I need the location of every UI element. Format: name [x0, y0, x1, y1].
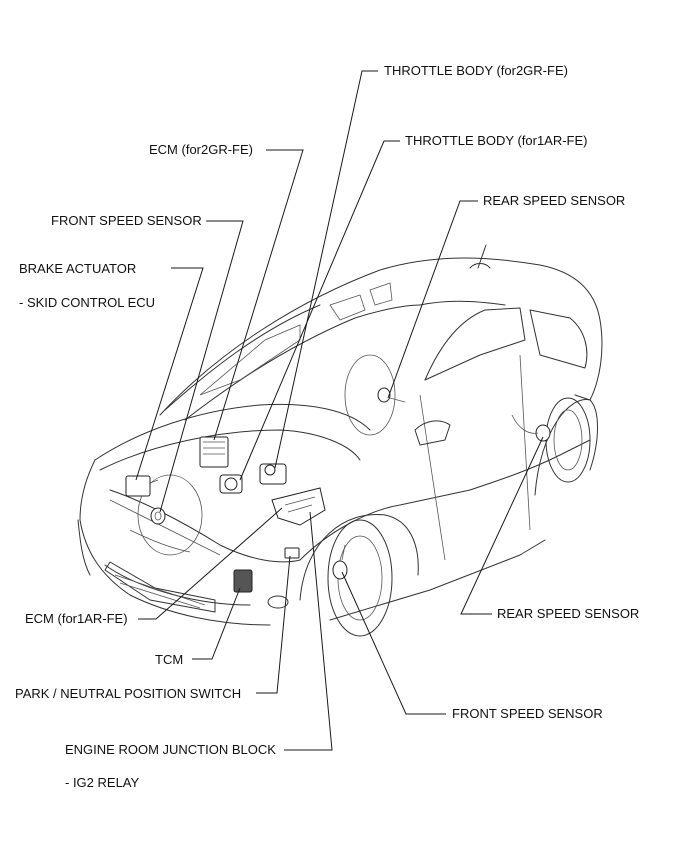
label-rear-speed-sensor-bottom: REAR SPEED SENSOR: [497, 606, 640, 621]
rear-speed-sensor-right-component: [511, 414, 551, 442]
label-throttle-body-1ar: THROTTLE BODY (for1AR-FE): [405, 133, 588, 148]
leader-lines: [135, 70, 544, 751]
tcm-component: [233, 569, 253, 593]
brake-actuator-component: [125, 475, 159, 497]
throttle-body-1ar-component: [219, 474, 243, 494]
label-front-speed-sensor-top: FRONT SPEED SENSOR: [51, 213, 202, 228]
label-brake-actuator: BRAKE ACTUATOR: [19, 261, 137, 276]
leader-ecm-1ar: [138, 507, 283, 620]
engine-room-junction-block-component: [271, 487, 326, 526]
leader-front-speed-sensor-bottom: [341, 571, 446, 715]
label-front-speed-sensor-bottom: FRONT SPEED SENSOR: [452, 706, 603, 721]
label-throttle-body-2gr: THROTTLE BODY (for2GR-FE): [384, 63, 568, 78]
car-outline: [77, 244, 603, 637]
leader-tcm: [192, 587, 241, 660]
ecm-2gr-component: [199, 436, 229, 468]
label-ecm-2gr: ECM (for2GR-FE): [149, 142, 253, 157]
label-engine-room-junction-block: ENGINE ROOM JUNCTION BLOCK: [65, 742, 276, 757]
leader-park-neutral-switch: [256, 555, 291, 694]
label-skid-control-ecu: - SKID CONTROL ECU: [19, 295, 156, 310]
throttle-body-2gr-component: [259, 463, 287, 485]
leader-rear-speed-sensor-bottom: [460, 436, 544, 615]
label-ig2-relay: - IG2 RELAY: [65, 775, 140, 790]
leader-rear-speed-sensor-top: [387, 200, 478, 399]
rear-speed-sensor-left-component: [377, 387, 406, 403]
leader-throttle-body-1ar: [239, 140, 400, 481]
leader-throttle-body-2gr: [274, 70, 378, 469]
label-tcm: TCM: [155, 652, 184, 667]
leader-brake-actuator: [135, 267, 204, 481]
leader-front-speed-sensor-top: [159, 220, 244, 513]
components: [125, 387, 551, 593]
label-park-neutral-switch: PARK / NEUTRAL POSITION SWITCH: [15, 686, 242, 701]
label-ecm-1ar: ECM (for1AR-FE): [25, 611, 128, 626]
park-neutral-switch-component: [284, 547, 300, 559]
front-speed-sensor-left-component: [150, 507, 166, 525]
leader-ecm-2gr: [213, 149, 304, 441]
leader-engine-room-junction-block: [284, 511, 333, 751]
front-speed-sensor-right-component: [332, 544, 348, 580]
label-rear-speed-sensor-top: REAR SPEED SENSOR: [483, 193, 626, 208]
